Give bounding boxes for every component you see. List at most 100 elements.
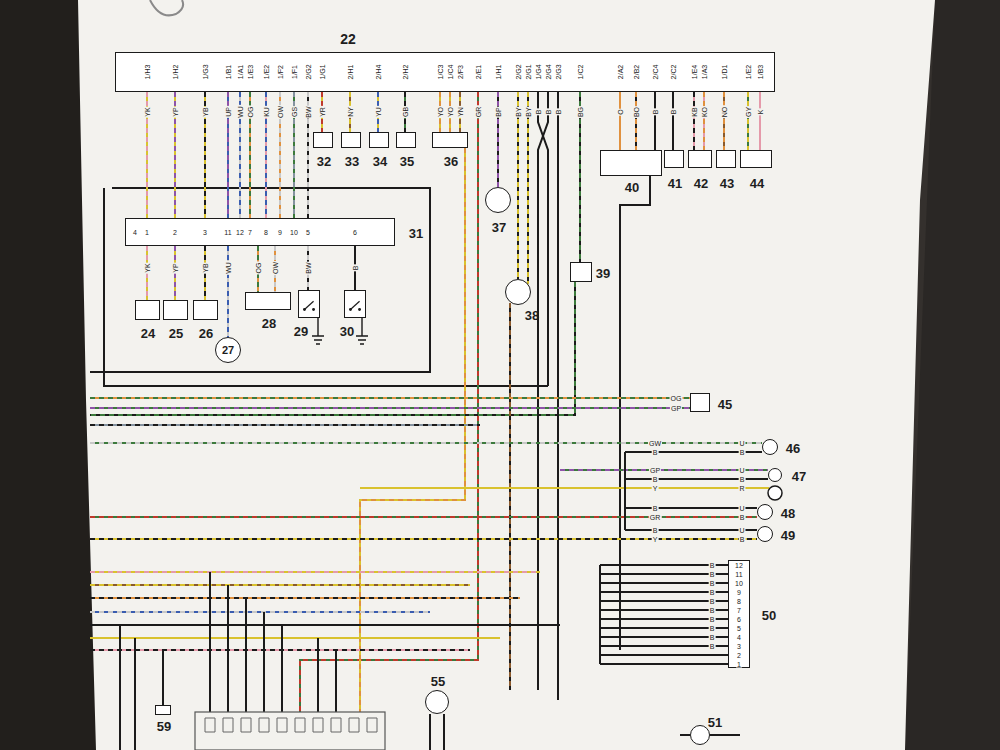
wire	[300, 92, 478, 712]
callout-number: 33	[345, 155, 359, 168]
wire-code: YO	[437, 106, 444, 118]
pin-number: 10	[289, 229, 299, 236]
callout-number: 39	[596, 267, 610, 280]
pin-label: 1/C4	[447, 64, 454, 81]
callout-number: 34	[373, 155, 387, 168]
wire-code: B	[739, 476, 746, 483]
connector-block: 59	[155, 705, 171, 715]
pin-number: 1	[736, 661, 742, 668]
wire-code: B	[652, 449, 659, 456]
wire-code: KU	[263, 106, 270, 118]
wire-code: B	[555, 109, 562, 116]
connector-block: 45	[690, 393, 710, 412]
callout-number: 35	[400, 155, 414, 168]
callout-number: 46	[786, 442, 800, 455]
pin-label: 2/C4	[652, 64, 659, 81]
wire-code: YK	[144, 106, 151, 117]
pin-number: 4	[736, 634, 742, 641]
pin-label: 2/G4	[545, 63, 552, 80]
connector-block: 39	[570, 262, 592, 282]
ground-symbol	[312, 318, 368, 344]
callout-number: 26	[199, 327, 213, 340]
wire-code: B	[352, 265, 359, 272]
callout-number: 48	[781, 507, 795, 520]
callout-number: 24	[141, 327, 155, 340]
wire	[654, 92, 656, 150]
wire-code: OW	[272, 261, 279, 275]
wire-code: Y	[652, 485, 659, 492]
wire-connector	[724, 92, 725, 150]
wire	[759, 92, 761, 150]
callout-number: 22	[340, 32, 356, 46]
pin-label: 1/A1	[237, 64, 244, 80]
wire-connector	[636, 92, 637, 150]
wire	[90, 407, 690, 409]
wire-tracer	[90, 584, 470, 586]
wire-tracer	[527, 92, 529, 284]
wire	[557, 92, 559, 700]
wire-tracer	[90, 407, 690, 409]
wire-tracer	[517, 92, 519, 279]
wire-code: B	[739, 449, 746, 456]
callout-number: 37	[492, 221, 506, 234]
wire	[90, 584, 470, 586]
callout-number: 40	[625, 181, 639, 194]
wire-code: BW	[305, 105, 312, 118]
connector-block: 36	[432, 132, 468, 148]
wire-code: R	[738, 485, 745, 492]
wire	[227, 246, 229, 337]
pin-number: 5	[736, 625, 742, 632]
pin-label: 1/G1	[319, 63, 326, 80]
wire-tracer	[227, 246, 229, 337]
connector-block: 33	[341, 132, 361, 148]
pin-number: 4	[132, 229, 138, 236]
wire-code: OG	[255, 262, 262, 275]
pin-number: 11	[223, 229, 232, 236]
wire-code: B	[652, 476, 659, 483]
wire-tracer	[747, 92, 749, 150]
connector-block: 32	[313, 132, 333, 148]
callout-number: 25	[169, 327, 183, 340]
wire-code: U	[738, 440, 745, 447]
bulb: 48	[757, 504, 773, 520]
wire-tracer	[90, 282, 575, 415]
callout-number: 51	[708, 716, 722, 729]
callout-number: 47	[792, 470, 806, 483]
callout-number: 55	[431, 675, 445, 688]
pin-number: 3	[736, 643, 742, 650]
wire-code: B	[709, 634, 716, 641]
wire-connector	[228, 246, 229, 337]
wire	[90, 397, 690, 399]
switch-symbol	[345, 291, 365, 317]
pin-number: 11	[734, 571, 743, 578]
pin-number: 2	[736, 652, 742, 659]
pin-label: 1/H2	[172, 64, 179, 81]
pin-label: 1/E2	[745, 64, 752, 80]
wire-code: B	[652, 505, 659, 512]
wire-code: B	[709, 589, 716, 596]
wire-code: YP	[172, 106, 179, 117]
sensor-circle: 37	[485, 187, 511, 213]
wire-code: BG	[577, 106, 584, 118]
pin-label: 1/E3	[247, 64, 254, 80]
callout-number: 38	[525, 309, 539, 322]
pin-label: 2/A2	[617, 64, 624, 80]
bulb: 46	[762, 439, 778, 455]
wire	[90, 188, 430, 372]
pin-label: 2/C2	[670, 64, 677, 81]
callout-number: 42	[694, 177, 708, 190]
wire-code: B	[670, 109, 677, 116]
wire-code: B	[709, 607, 716, 614]
pin-number: 9	[277, 229, 283, 236]
pin-number: 3	[202, 229, 208, 236]
bulb: 47	[768, 468, 782, 482]
paper-clip	[150, 0, 183, 15]
wire-connector	[748, 92, 749, 150]
wire-tracer	[560, 469, 768, 471]
wire-code: GW	[648, 440, 662, 447]
pin-label: 2/B2	[633, 64, 640, 80]
wire-tracer	[90, 611, 430, 613]
callout-number: 49	[781, 529, 795, 542]
